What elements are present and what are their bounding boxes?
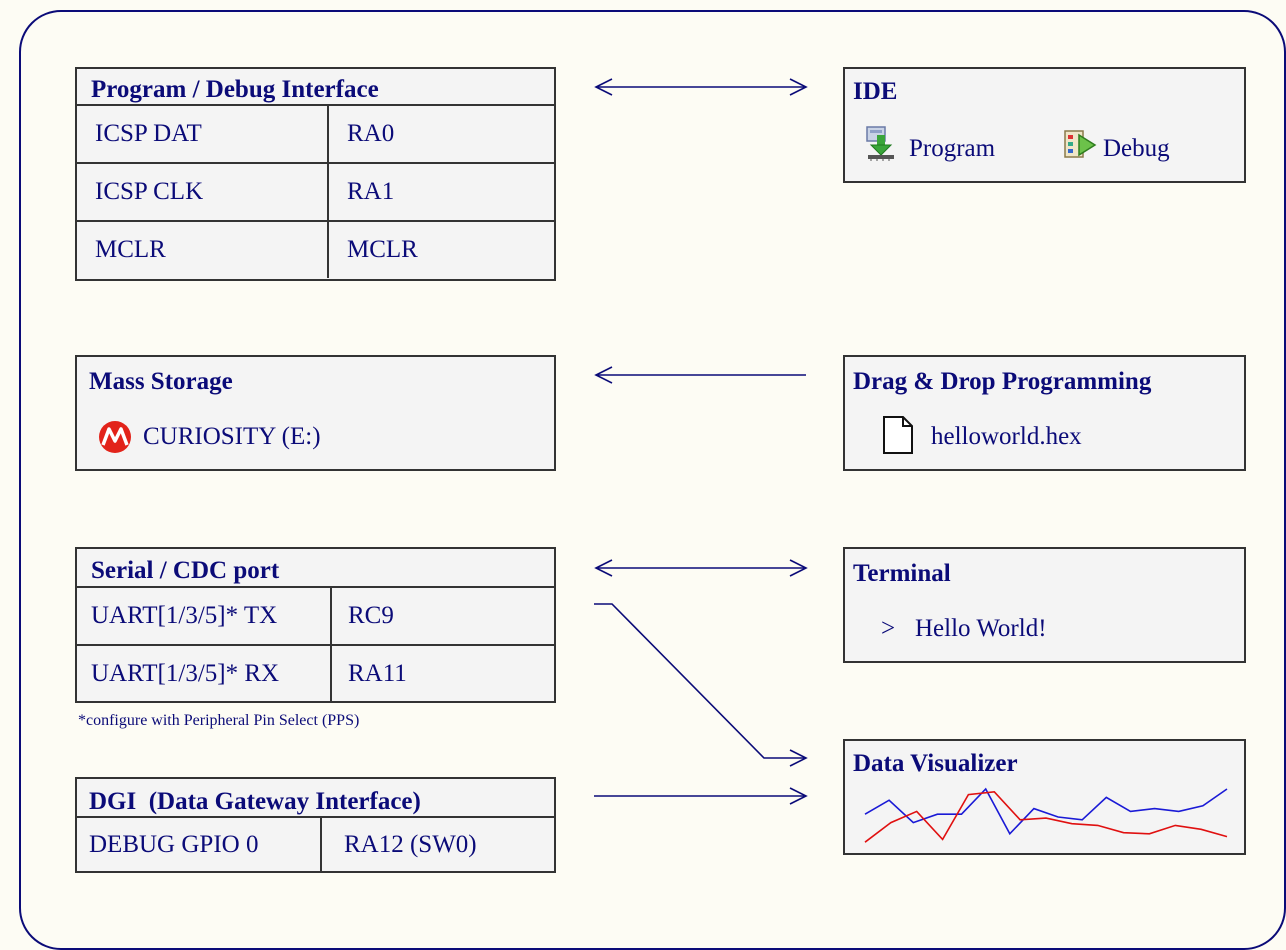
pin-cell: RA11 bbox=[330, 644, 554, 702]
signal-cell: UART[1/3/5]* RX bbox=[77, 644, 331, 702]
terminal-title: Terminal bbox=[853, 560, 951, 587]
ide-box: IDE Program Debug bbox=[843, 67, 1246, 183]
program-debug-interface-box: Program / Debug Interface ICSP DAT RA0 I… bbox=[75, 67, 556, 281]
pin-cell: RA12 (SW0) bbox=[320, 816, 554, 872]
signal-cell: UART[1/3/5]* TX bbox=[77, 586, 331, 645]
signal-cell: DEBUG GPIO 0 bbox=[77, 816, 321, 872]
mass-storage-box: Mass Storage CURIOSITY (E:) bbox=[75, 355, 556, 471]
terminal-output: Hello World! bbox=[915, 615, 1047, 642]
pin-cell: RA0 bbox=[327, 104, 554, 163]
data-visualizer-box: Data Visualizer bbox=[843, 739, 1246, 855]
signal-cell: ICSP CLK bbox=[77, 162, 328, 221]
program-debug-title: Program / Debug Interface bbox=[91, 76, 379, 103]
table-row: DEBUG GPIO 0 RA12 (SW0) bbox=[77, 816, 554, 872]
table-row: ICSP DAT RA0 bbox=[77, 104, 554, 163]
data-visualizer-title: Data Visualizer bbox=[853, 750, 1018, 777]
pps-footnote: *configure with Peripheral Pin Select (P… bbox=[78, 712, 360, 729]
program-label[interactable]: Program bbox=[909, 135, 996, 162]
arrow-serial-to-data-visualizer bbox=[594, 603, 808, 767]
file-label[interactable]: helloworld.hex bbox=[931, 423, 1082, 450]
debug-icon bbox=[1064, 130, 1097, 158]
signal-cell: ICSP DAT bbox=[77, 104, 328, 163]
terminal-prompt: > bbox=[881, 615, 896, 642]
file-icon bbox=[883, 416, 913, 454]
data-visualizer-plot bbox=[864, 787, 1228, 843]
signal-cell: MCLR bbox=[77, 220, 328, 278]
dgi-box: DGI (Data Gateway Interface) DEBUG GPIO … bbox=[75, 777, 556, 873]
dgi-title: DGI (Data Gateway Interface) bbox=[89, 788, 421, 815]
pin-cell: RC9 bbox=[330, 586, 554, 645]
table-row: MCLR MCLR bbox=[77, 220, 554, 278]
mass-storage-title: Mass Storage bbox=[89, 368, 233, 395]
terminal-box: Terminal > Hello World! bbox=[843, 547, 1246, 663]
table-row: UART[1/3/5]* RX RA11 bbox=[77, 644, 554, 702]
trace-line-2 bbox=[864, 790, 1228, 843]
serial-cdc-box: Serial / CDC port UART[1/3/5]* TX RC9 UA… bbox=[75, 547, 556, 703]
serial-title: Serial / CDC port bbox=[91, 557, 280, 584]
program-debug-table: ICSP DAT RA0 ICSP CLK RA1 MCLR MCLR bbox=[77, 104, 554, 278]
arrow-serial-terminal bbox=[594, 559, 808, 577]
debug-label[interactable]: Debug bbox=[1103, 135, 1170, 162]
pin-cell: RA1 bbox=[327, 162, 554, 221]
connector-arrows bbox=[594, 78, 808, 805]
microchip-logo-icon bbox=[99, 421, 131, 453]
program-icon bbox=[866, 126, 894, 161]
table-row: UART[1/3/5]* TX RC9 bbox=[77, 586, 554, 645]
arrow-program-debug-ide bbox=[594, 78, 808, 96]
serial-table: UART[1/3/5]* TX RC9 UART[1/3/5]* RX RA11 bbox=[77, 586, 554, 702]
ide-title: IDE bbox=[853, 78, 898, 105]
drag-drop-box: Drag & Drop Programming helloworld.hex bbox=[843, 355, 1246, 471]
drag-drop-title: Drag & Drop Programming bbox=[853, 368, 1152, 395]
drive-label[interactable]: CURIOSITY (E:) bbox=[143, 423, 321, 450]
trace-line-1 bbox=[864, 787, 1228, 836]
arrow-dragdrop-to-mass-storage bbox=[594, 366, 806, 384]
table-row: ICSP CLK RA1 bbox=[77, 162, 554, 221]
pin-cell: MCLR bbox=[327, 220, 554, 278]
dgi-table: DEBUG GPIO 0 RA12 (SW0) bbox=[77, 816, 554, 872]
arrow-dgi-to-data-visualizer bbox=[594, 787, 808, 805]
